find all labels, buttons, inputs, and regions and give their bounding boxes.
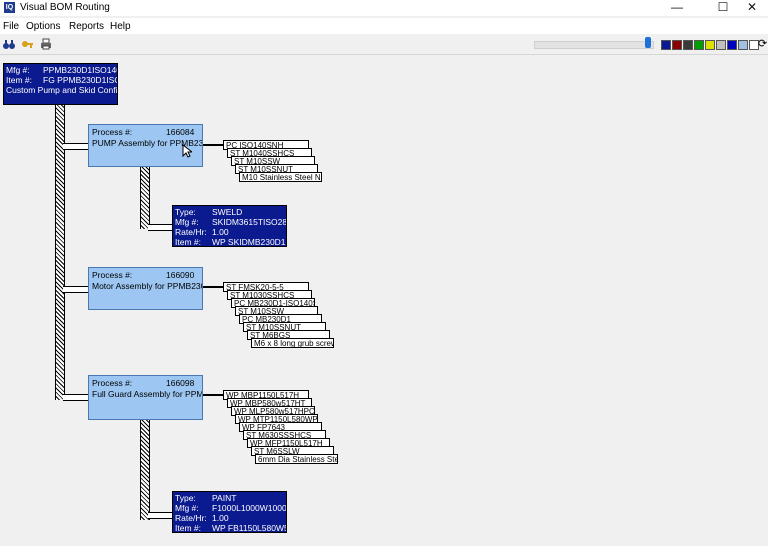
key-icon[interactable] <box>21 38 33 50</box>
color-swatch[interactable] <box>705 40 715 50</box>
process-number: 166098 <box>166 378 195 388</box>
part-link-line <box>203 144 223 146</box>
type-label: Type: <box>175 493 196 503</box>
item-label: Item #: <box>175 523 201 533</box>
mouse-cursor-icon <box>182 143 194 161</box>
color-swatch[interactable] <box>738 40 748 50</box>
part-card[interactable]: M6 x 8 long grub screw <box>251 338 334 348</box>
process-label: Process #: <box>92 127 133 137</box>
process-label: Process #: <box>92 270 133 280</box>
process-description: PUMP Assembly for PPMB230 <box>92 138 203 148</box>
color-swatch[interactable] <box>694 40 704 50</box>
color-swatch[interactable] <box>727 40 737 50</box>
window-title: Visual BOM Routing <box>20 2 110 13</box>
app-icon: IQ <box>4 2 15 13</box>
mfg-label: Mfg #: <box>6 65 30 75</box>
item-label: Item #: <box>6 75 32 85</box>
toolbar <box>0 36 768 55</box>
tree-sub-trunk <box>140 167 150 229</box>
print-icon[interactable] <box>40 38 52 50</box>
type-label: Type: <box>175 207 196 217</box>
tree-branch <box>63 286 88 293</box>
mfg-label: Mfg #: <box>175 217 199 227</box>
mfg-label: Mfg #: <box>175 503 199 513</box>
process-node[interactable]: Process #: 166084 PUMP Assembly for PPMB2… <box>88 124 203 167</box>
subprocess-rate: 1.00 <box>212 513 229 523</box>
tree-branch <box>63 143 88 150</box>
item-label: Item #: <box>175 237 201 247</box>
refresh-icon[interactable]: ⟳ <box>758 38 768 50</box>
menu-file[interactable]: File <box>3 21 20 32</box>
part-link-line <box>203 286 223 288</box>
root-node[interactable]: Mfg #: PPMB230D1ISO140 Item #: FG PPMB230D… <box>3 63 118 105</box>
close-button[interactable]: ✕ <box>746 0 758 14</box>
color-swatch[interactable] <box>683 40 693 50</box>
color-swatch[interactable] <box>716 40 726 50</box>
subprocess-node[interactable]: Type: SWELD Mfg #: SKIDM3615TISO285 Rate/H… <box>172 205 287 247</box>
color-swatch[interactable] <box>661 40 671 50</box>
subprocess-node[interactable]: Type: PAINT Mfg #: F1000L1000W1000H Rate/H… <box>172 491 287 533</box>
maximize-button[interactable]: ☐ <box>717 0 729 14</box>
part-link-line <box>203 394 223 396</box>
tree-sub-trunk <box>140 420 150 520</box>
root-item: FG PPMB230D1ISO <box>43 75 118 85</box>
process-number: 166090 <box>166 270 195 280</box>
tree-trunk <box>55 104 65 400</box>
subprocess-type: PAINT <box>212 493 237 503</box>
rate-label: Rate/Hr: <box>175 513 207 523</box>
menu-reports[interactable]: Reports <box>69 21 105 32</box>
root-mfg: PPMB230D1ISO140 <box>43 65 118 75</box>
subprocess-item: WP SKIDMB230D1I <box>212 237 287 247</box>
subprocess-mfg: F1000L1000W1000H <box>212 503 287 513</box>
tree-branch <box>148 512 173 519</box>
tree-branch <box>63 394 88 401</box>
process-description: Full Guard Assembly for PPMB2 <box>92 389 203 399</box>
zoom-slider-thumb[interactable] <box>645 37 651 48</box>
subprocess-type: SWELD <box>212 207 243 217</box>
subprocess-item: WP FB1150L580W5 <box>212 523 287 533</box>
part-card[interactable]: M10 Stainless Steel Nu <box>239 172 322 182</box>
menu-options[interactable]: Options <box>26 21 61 32</box>
subprocess-mfg: SKIDM3615TISO285 <box>212 217 287 227</box>
rate-label: Rate/Hr: <box>175 227 207 237</box>
process-number: 166084 <box>166 127 195 137</box>
title-bar <box>0 0 768 16</box>
process-label: Process #: <box>92 378 133 388</box>
zoom-slider-track[interactable] <box>534 41 654 49</box>
process-node[interactable]: Process #: 166090 Motor Assembly for PPMB… <box>88 267 203 310</box>
binoculars-icon[interactable] <box>3 38 15 50</box>
menu-bar <box>0 18 768 34</box>
root-description: Custom Pump and Skid Configu <box>6 85 118 95</box>
tree-branch <box>148 224 173 231</box>
process-node[interactable]: Process #: 166098 Full Guard Assembly for… <box>88 375 203 420</box>
color-swatch[interactable] <box>672 40 682 50</box>
process-description: Motor Assembly for PPMB230D <box>92 281 203 291</box>
color-swatch[interactable] <box>749 40 759 50</box>
menu-help[interactable]: Help <box>110 21 131 32</box>
part-card[interactable]: 6mm Dia Stainless Stee <box>255 454 338 464</box>
minimize-button[interactable]: — <box>671 0 683 14</box>
subprocess-rate: 1.00 <box>212 227 229 237</box>
